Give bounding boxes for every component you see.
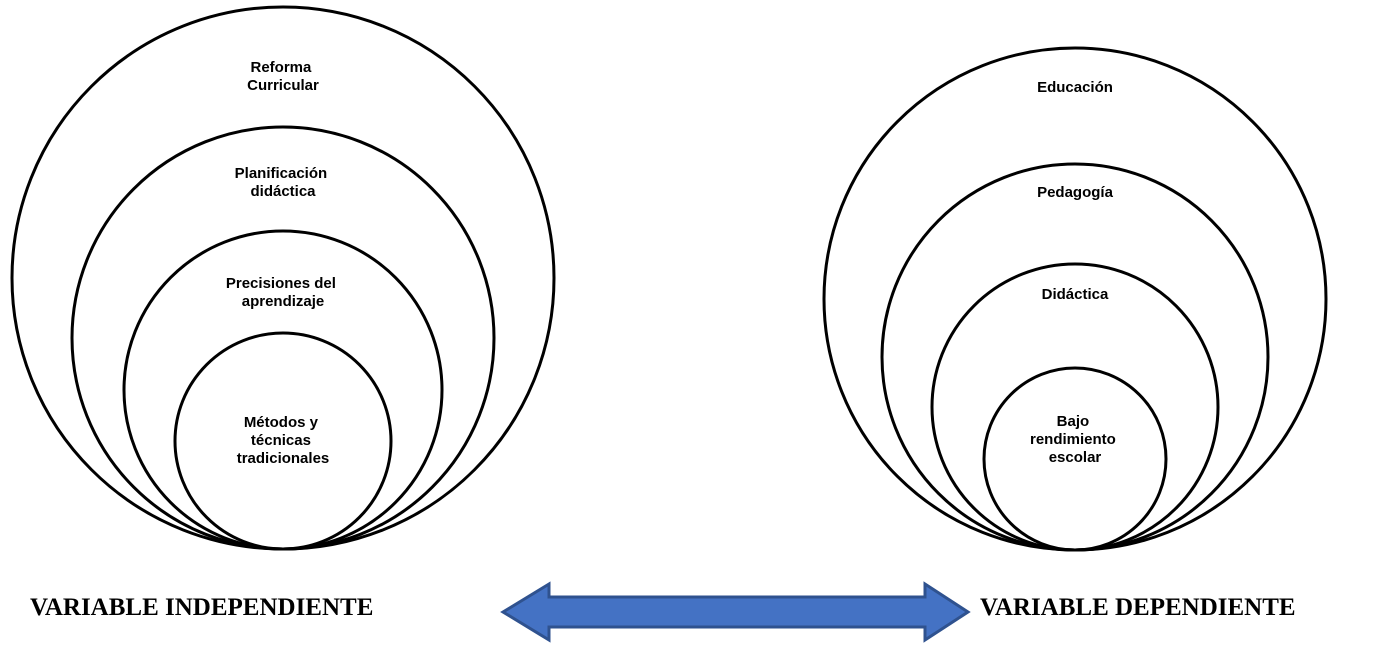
right-nested-circles: Educación Pedagogía Didáctica Bajo rendi… [822, 46, 1328, 552]
left-circle-4-label: Métodos y técnicas tradicionales [237, 414, 330, 467]
left-circle-1-label: Reforma Curricular [247, 59, 319, 94]
right-circle-4-label: Bajo rendimiento escolar [1030, 413, 1120, 466]
right-circle-4 [982, 366, 1168, 552]
right-circle-3 [930, 262, 1220, 552]
right-circle-1-label: Educación [1037, 79, 1113, 96]
right-circle-3-label: Didáctica [1042, 286, 1109, 303]
left-circle-4 [173, 331, 393, 551]
dependent-variable-label: VARIABLE DEPENDIENTE [980, 594, 1296, 621]
left-nested-circles: Reforma Curricular Planificación didácti… [10, 5, 556, 551]
independent-variable-label: VARIABLE INDEPENDIENTE [30, 594, 374, 621]
double-headed-arrow-icon [500, 581, 971, 643]
left-circle-2-label: Planificación didáctica [235, 165, 332, 200]
right-circle-2-label: Pedagogía [1037, 184, 1114, 201]
left-circle-3-label: Precisiones del aprendizaje [226, 275, 340, 310]
